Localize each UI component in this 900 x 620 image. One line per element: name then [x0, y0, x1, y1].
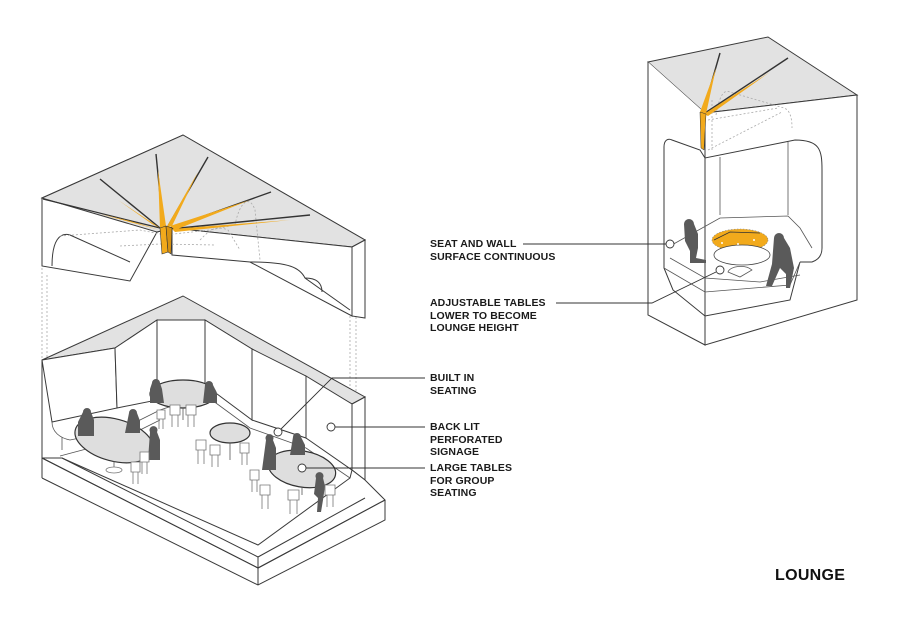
marker-built-in-seating	[273, 427, 283, 437]
right-leaders	[523, 239, 725, 304]
table-middle	[209, 422, 251, 460]
marker-adjustable-tables	[715, 265, 725, 275]
left-leaders	[273, 377, 425, 473]
booth-table	[711, 228, 771, 278]
exploded-ceiling	[40, 134, 367, 405]
marker-seat-wall	[665, 239, 675, 249]
marker-large-tables	[297, 463, 307, 473]
annotation-built-in-seating: BUILT IN SEATING	[430, 372, 477, 397]
booth-person-left	[684, 219, 706, 263]
booth-ceiling-fins	[699, 52, 789, 151]
people	[78, 379, 325, 512]
booth-section	[646, 36, 859, 346]
annotation-adjustable-tables: ADJUSTABLE TABLES LOWER TO BECOME LOUNGE…	[430, 297, 546, 334]
annotation-back-lit-signage: BACK LIT PERFORATED SIGNAGE	[430, 421, 503, 458]
annotation-large-tables: LARGE TABLES FOR GROUP SEATING	[430, 462, 513, 499]
chairs	[130, 404, 336, 514]
annotation-seat-wall: SEAT AND WALL SURFACE CONTINUOUS	[430, 238, 556, 263]
lounge-room	[41, 295, 386, 586]
ceiling-fins	[42, 153, 311, 255]
marker-back-lit-signage	[326, 422, 336, 432]
booth-person-right	[766, 233, 794, 288]
diagram-title: LOUNGE	[775, 567, 846, 584]
